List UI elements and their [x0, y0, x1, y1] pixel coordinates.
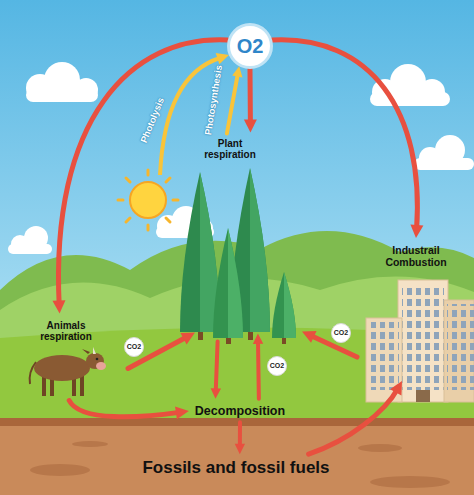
arrow-head	[52, 300, 65, 313]
arrow-head	[410, 225, 423, 238]
trees	[180, 168, 296, 344]
soil-edge	[0, 418, 474, 426]
oxygen-circle: O2	[227, 23, 273, 69]
arrow-head	[244, 119, 257, 132]
node-text: Decomposition	[195, 404, 285, 418]
flow-arrow	[309, 381, 402, 454]
co2-badge: CO2	[124, 337, 144, 357]
arrow-line	[309, 388, 399, 454]
node-text: Plant respiration	[199, 138, 261, 161]
arrow-line	[216, 342, 218, 393]
process-label: Decomposition	[193, 403, 287, 419]
arrow-head	[235, 444, 245, 454]
arrow-line	[272, 40, 417, 230]
node-text: Fossils and fossil fuels	[142, 458, 329, 478]
flow-arrow	[244, 69, 257, 133]
arrow-head	[175, 406, 189, 419]
arrow-head	[232, 66, 242, 77]
node-text: Industrail Combustion	[381, 244, 451, 268]
flow-arrow	[227, 66, 243, 133]
arrow-head	[390, 381, 402, 396]
sun	[118, 170, 178, 230]
arrow-head	[180, 333, 195, 345]
building	[366, 280, 474, 402]
node-text: CO2	[127, 343, 141, 351]
process-label: Industrail Combustion	[381, 243, 451, 269]
soil-patches	[30, 441, 450, 488]
co2-badge: CO2	[331, 323, 351, 343]
node-text: CO2	[270, 362, 284, 370]
node-text: Animals respiration	[34, 320, 98, 343]
arrow-head	[211, 388, 221, 399]
flow-arrow	[211, 342, 221, 399]
arrow-head	[253, 334, 263, 344]
arrow-line	[248, 69, 253, 125]
flow-arrow	[69, 401, 189, 420]
arrow-head	[302, 331, 317, 343]
co2-badge: CO2	[267, 356, 287, 376]
flow-arrow	[52, 40, 227, 314]
process-label: Plant respiration	[199, 137, 261, 162]
flow-arrow	[253, 334, 263, 399]
node-text: O2	[237, 35, 264, 58]
arrow-line	[69, 401, 181, 417]
process-label: Fossils and fossil fuels	[140, 457, 331, 479]
node-text: CO2	[334, 329, 348, 337]
flow-arrow	[235, 422, 245, 454]
process-label: Animals respiration	[34, 319, 98, 344]
flow-arrow	[272, 40, 423, 238]
arrow-line	[227, 72, 238, 133]
cow	[30, 347, 106, 396]
arrow-line	[58, 40, 227, 306]
soil	[0, 420, 474, 495]
arrow-line	[256, 340, 261, 399]
